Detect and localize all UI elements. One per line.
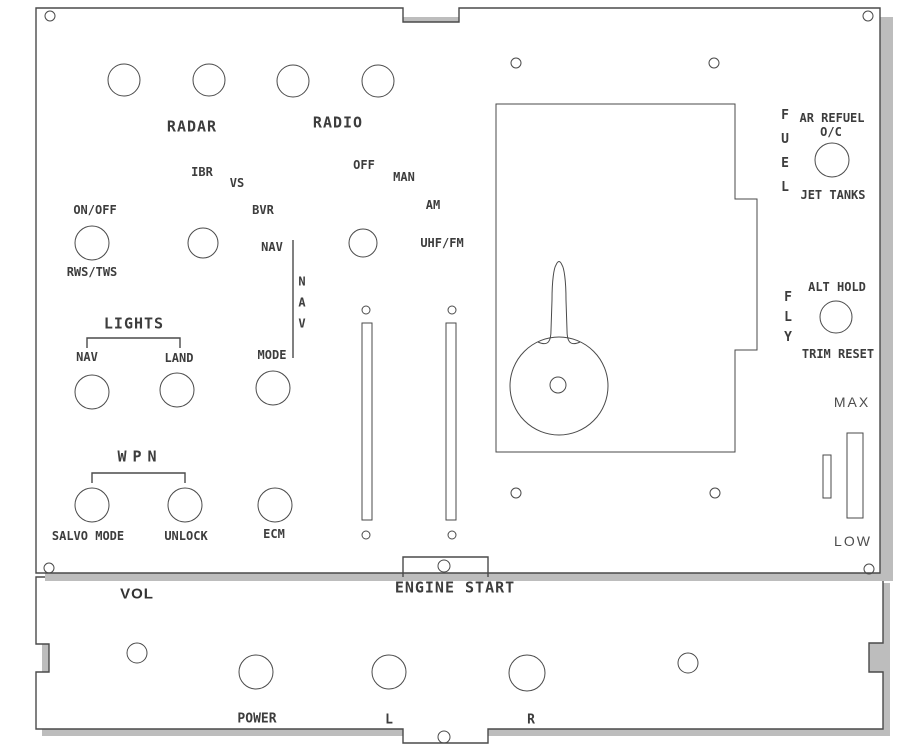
engine-start-tab-hole (437, 559, 451, 573)
throttle-slot-large (846, 432, 864, 519)
cutout-screw-bottom-right (709, 487, 721, 499)
ecm-label: ECM (263, 527, 285, 541)
engine-start-tab (402, 556, 489, 577)
radar-mode-switch-hole (187, 227, 219, 259)
switch-hole-top-4 (361, 64, 395, 98)
nav-vertical-label: NAV (295, 274, 309, 338)
switch-hole-top-1 (107, 63, 141, 97)
unlock-switch-hole (167, 487, 203, 523)
alt-hold-label: ALT HOLD (808, 280, 866, 294)
vol-knob-hole (126, 642, 148, 664)
land-light-switch-hole (159, 372, 195, 408)
radio-am-label: AM (425, 198, 441, 212)
cutout-screw-top-right (708, 57, 720, 69)
radio-mode-switch-hole (348, 228, 378, 258)
rws-tws-label: RWS/TWS (66, 265, 118, 279)
switch-hole-top-2 (192, 63, 226, 97)
l-switch-hole (371, 654, 407, 690)
r-label: R (527, 712, 535, 728)
trim-reset-label: TRIM RESET (801, 347, 875, 361)
max-label: MAX (833, 394, 871, 410)
slot-right-screw-bottom (447, 530, 457, 540)
vol-label: VOL (120, 585, 154, 603)
lights-title: LIGHTS (103, 314, 165, 333)
radar-nav-label: NAV (261, 240, 283, 254)
fuel-switch-hole (814, 142, 850, 178)
lights-nav-label: NAV (76, 350, 98, 364)
radar-vs-label: VS (229, 176, 245, 190)
salvo-switch-hole (74, 487, 110, 523)
mount-hole-top-left (44, 10, 56, 22)
slot-left (361, 322, 373, 521)
throttle-slot-small (822, 454, 832, 499)
rws-tws-switch-hole (74, 225, 110, 261)
power-label: POWER (237, 711, 277, 727)
misc-hole-right (677, 652, 699, 674)
slot-right (445, 322, 457, 521)
jet-tanks-label: JET TANKS (800, 188, 866, 202)
on-off-label: ON/OFF (73, 203, 117, 217)
ar-refuel-label: AR REFUEL (799, 111, 865, 125)
cutout-screw-bottom-left (510, 487, 522, 499)
switch-hole-top-3 (276, 64, 310, 98)
fly-switch-hole (819, 300, 853, 334)
nav-mode-label: MODE (257, 348, 287, 362)
keyhole-circle (509, 336, 609, 436)
unlock-label: UNLOCK (164, 529, 208, 543)
lights-land-label: LAND (164, 351, 194, 365)
keyhole-center-hole (549, 376, 567, 394)
mount-hole-top-right (862, 10, 874, 22)
lights-bracket (86, 337, 181, 348)
main-panel-outline (35, 7, 881, 574)
power-switch-hole (238, 654, 274, 690)
slot-left-screw-top (361, 305, 371, 315)
mount-hole-bottom-right (863, 563, 875, 575)
stick-cutout (495, 103, 758, 453)
wpn-bracket (91, 472, 186, 483)
salvo-mode-label: SALVO MODE (51, 529, 125, 543)
fly-vertical-label: FLY (780, 290, 796, 350)
radio-title: RADIO (312, 113, 364, 132)
cutout-screw-top-left (510, 57, 522, 69)
oc-label: O/C (820, 125, 842, 139)
slot-right-screw-top (447, 305, 457, 315)
bottom-tab-hole (437, 730, 451, 744)
r-switch-hole (508, 654, 546, 692)
radio-man-label: MAN (393, 170, 415, 184)
mount-hole-bottom-left (43, 562, 55, 574)
keyhole-slot (537, 261, 581, 345)
radio-off-label: OFF (353, 158, 375, 172)
engine-start-label: ENGINE START (394, 578, 516, 597)
fuel-vertical-label: FUEL (777, 108, 793, 204)
low-label: LOW (834, 533, 872, 549)
radar-ibr-label: IBR (191, 165, 213, 179)
nav-light-switch-hole (74, 374, 110, 410)
radio-uhf-fm-label: UHF/FM (420, 236, 464, 250)
wpn-title: WPN (117, 447, 163, 466)
l-label: L (385, 712, 393, 728)
nav-mode-switch-hole (255, 370, 291, 406)
slot-left-screw-bottom (361, 530, 371, 540)
radar-title: RADAR (166, 117, 218, 136)
radar-bvr-label: BVR (252, 203, 274, 217)
ecm-switch-hole (257, 487, 293, 523)
